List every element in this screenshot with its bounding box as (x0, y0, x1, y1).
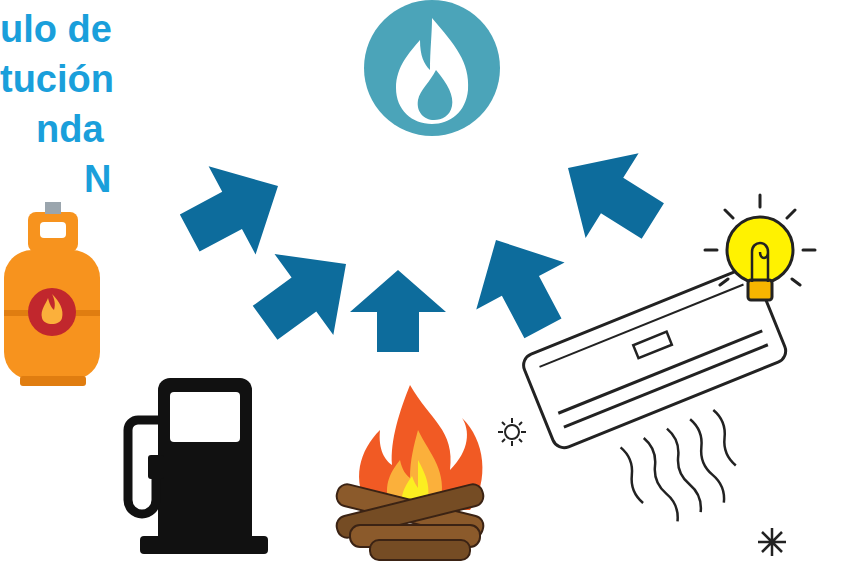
sun-symbol (498, 418, 526, 446)
air-conditioner-icon (617, 408, 751, 532)
gas-flame-circle (396, 18, 468, 124)
gas-cylinder-icon (4, 250, 100, 380)
light-bulb-icon (727, 217, 793, 283)
air-conditioner-icon (520, 265, 789, 451)
light-bulb-icon (752, 243, 768, 282)
gas-cylinder-icon (40, 222, 66, 238)
gas-cylinder-icon (45, 202, 61, 214)
snowflake-symbol (758, 528, 786, 556)
air-conditioner-icon (520, 265, 830, 553)
air-conditioner-icon (564, 345, 768, 427)
light-bulb-icon (705, 195, 815, 285)
air-conditioner-icon (558, 331, 762, 413)
light-bulb-icon (705, 195, 815, 285)
fuel-pump-icon (158, 378, 252, 538)
fuel-pump-icon (148, 455, 164, 479)
campfire-icon (370, 540, 470, 560)
light-bulb-icon (705, 195, 815, 300)
gas-flame-circle (364, 0, 500, 136)
gas-flame-circle (364, 0, 500, 136)
fuel-pump-icon (170, 392, 240, 442)
gas-cylinder-icon (4, 202, 100, 386)
light-bulb-icon (748, 280, 772, 300)
gas-cylinder-icon (20, 376, 86, 386)
campfire-icon (335, 482, 486, 560)
title-fragment: nda (36, 108, 104, 150)
arrow (542, 126, 680, 264)
campfire-icon (335, 385, 486, 560)
sun-symbol (505, 425, 519, 439)
gas-flame-circle (418, 70, 453, 120)
title-fragment: tución (0, 58, 114, 100)
arrow (452, 217, 587, 352)
title-fragment: ulo de (0, 8, 112, 50)
air-conditioner-icon (633, 332, 672, 358)
gas-cylinder-icon (28, 288, 76, 336)
fuel-pump-icon (140, 536, 268, 554)
title-fragment: N (84, 158, 111, 200)
sun-symbol (498, 418, 526, 446)
gas-cylinder-icon (28, 212, 78, 252)
air-conditioner-icon (540, 284, 744, 366)
fuel-pump-icon (128, 378, 268, 554)
air-conditioner-icon (686, 418, 727, 504)
air-conditioner-icon (710, 408, 740, 467)
air-conditioner-icon (617, 446, 647, 505)
arrow (350, 270, 446, 352)
snowflake-symbol (758, 528, 786, 556)
gas-cylinder-icon (42, 294, 63, 324)
air-conditioner-icon (663, 427, 704, 513)
air-conditioner-icon (640, 437, 681, 523)
arrow (236, 224, 376, 364)
